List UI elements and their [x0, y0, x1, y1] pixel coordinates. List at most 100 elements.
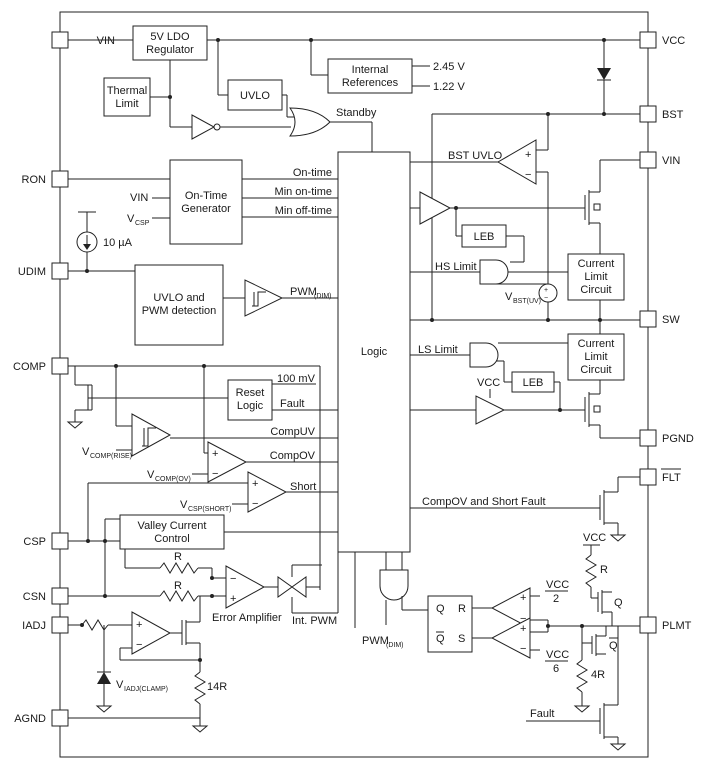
plus-sign: +: [520, 592, 526, 604]
pin-label: VCC: [662, 35, 685, 47]
ldo-regulator-block: 5V LDO Regulator: [132, 25, 208, 61]
block-label: Circuit: [580, 364, 611, 376]
block-label: Current: [578, 338, 615, 350]
block-label: Limit: [115, 98, 138, 110]
pin-label: SW: [662, 314, 680, 326]
block-label: Limit: [584, 271, 607, 283]
block-label: Regulator: [146, 44, 194, 56]
pin-bst: BST: [639, 105, 684, 123]
transmission-gate-icon: [277, 576, 293, 598]
reset-logic-block: Reset Logic: [227, 379, 273, 421]
fault-signal: Fault: [280, 398, 304, 410]
q-top-label: Q: [614, 597, 623, 609]
pwm-dim-label-2: PWM: [362, 635, 389, 647]
current-limit-bottom-block: Current Limit Circuit: [567, 333, 625, 381]
vcc6-num: VCC: [546, 649, 569, 661]
vcc6-den: 6: [553, 663, 559, 675]
resistor-r1-icon: [159, 562, 199, 574]
plus-sign: +: [212, 448, 218, 460]
ground-icon: [609, 743, 627, 751]
minus-sign: −: [252, 498, 258, 510]
pin-label: CSP: [23, 536, 46, 548]
pwm-dim-sub: (DIM): [314, 293, 332, 300]
vcsp-short-label: V: [180, 499, 188, 511]
pin-vin-left: VIN: [51, 31, 115, 49]
minus-sign: −: [520, 613, 526, 625]
hs-limit-signal: HS Limit: [435, 261, 477, 273]
block-label: LEB: [523, 377, 544, 389]
minus-sign: −: [544, 295, 548, 302]
pin-label: VIN: [662, 155, 680, 167]
pin-label: AGND: [14, 713, 46, 725]
pin-plmt: PLMT: [639, 616, 692, 634]
error-amplifier-icon: [225, 565, 266, 609]
fault-signal-2: Fault: [530, 708, 554, 720]
block-label: On-Time: [185, 190, 227, 202]
vbst-uv-sub: BST(UV): [513, 298, 541, 305]
chip-outline: [59, 11, 649, 758]
plus-sign: +: [230, 593, 236, 605]
resistor-14r-icon: [194, 671, 206, 705]
latch-r: R: [458, 603, 466, 615]
uvlo-block: UVLO: [227, 79, 283, 111]
block-label: References: [342, 77, 399, 89]
pin-label: PGND: [662, 433, 694, 445]
low-side-driver-icon: [475, 395, 506, 425]
internal-references-block: Internal References: [327, 58, 413, 94]
compuv-comparator-icon: [131, 413, 172, 457]
min-on-time-signal: Min on-time: [275, 186, 332, 198]
resistor-iadj-icon: [81, 619, 109, 631]
minus-sign: −: [212, 468, 218, 480]
hs-and-gate-icon: [479, 259, 509, 285]
plus-sign: +: [136, 619, 142, 631]
error-amplifier-label: Error Amplifier: [212, 612, 282, 624]
schmitt-buffer-icon: [244, 279, 284, 317]
pin-pgnd: PGND: [639, 429, 694, 447]
resistor-r2-icon: [159, 590, 199, 602]
compov-comparator-icon: [207, 441, 248, 483]
pin-csn: CSN: [23, 587, 69, 605]
q-bar-label: Q: [609, 640, 618, 652]
block-label: Control: [154, 533, 189, 545]
pin-vcc: VCC: [639, 31, 685, 49]
ground-icon: [609, 534, 627, 542]
vcsp-sub: CSP: [135, 220, 150, 227]
pin-label: CSN: [23, 591, 46, 603]
block-label: Logic: [361, 346, 388, 358]
vcc-driver-label: VCC: [477, 377, 500, 389]
current-limit-top-block: Current Limit Circuit: [567, 253, 625, 301]
pin-flt: FLT: [639, 468, 681, 486]
block-label: Reset: [236, 387, 265, 399]
r14-label: 14R: [207, 681, 227, 693]
vcomp-rise-label: V: [82, 446, 90, 458]
100mv-label: 100 mV: [277, 373, 316, 385]
pin-vin-right: VIN: [639, 151, 680, 169]
vcc2-den: 2: [553, 593, 559, 605]
block-label: UVLO: [240, 90, 270, 102]
vcomp-rise-sub: COMP(RISE): [90, 453, 132, 460]
plus-sign: +: [252, 478, 258, 490]
r4-label: 4R: [591, 669, 605, 681]
viadj-clamp-label: V: [116, 679, 124, 691]
vcc2-num: VCC: [546, 579, 569, 591]
pin-csp: CSP: [23, 532, 69, 550]
block-label: Generator: [181, 203, 231, 215]
r-top-label: R: [600, 564, 608, 576]
pin-iadj: IADJ: [22, 616, 69, 634]
valley-current-control-block: Valley Current Control: [119, 514, 225, 550]
block-label: Thermal: [107, 85, 147, 97]
thermal-limit-block: Thermal Limit: [103, 77, 151, 117]
block-label: Limit: [584, 351, 607, 363]
pin-comp: COMP: [13, 357, 69, 375]
plus-sign: +: [520, 623, 526, 635]
minus-sign: −: [230, 573, 236, 585]
minus-sign: −: [520, 643, 526, 655]
bst-uvlo-signal: BST UVLO: [448, 150, 503, 162]
ls-limit-signal: LS Limit: [418, 344, 458, 356]
viadj-clamp-sub: IADJ(CLAMP): [124, 686, 168, 693]
vbst-uv-label: V: [505, 291, 513, 303]
bootstrap-diode-icon: [597, 68, 611, 80]
block-label: LEB: [474, 231, 495, 243]
